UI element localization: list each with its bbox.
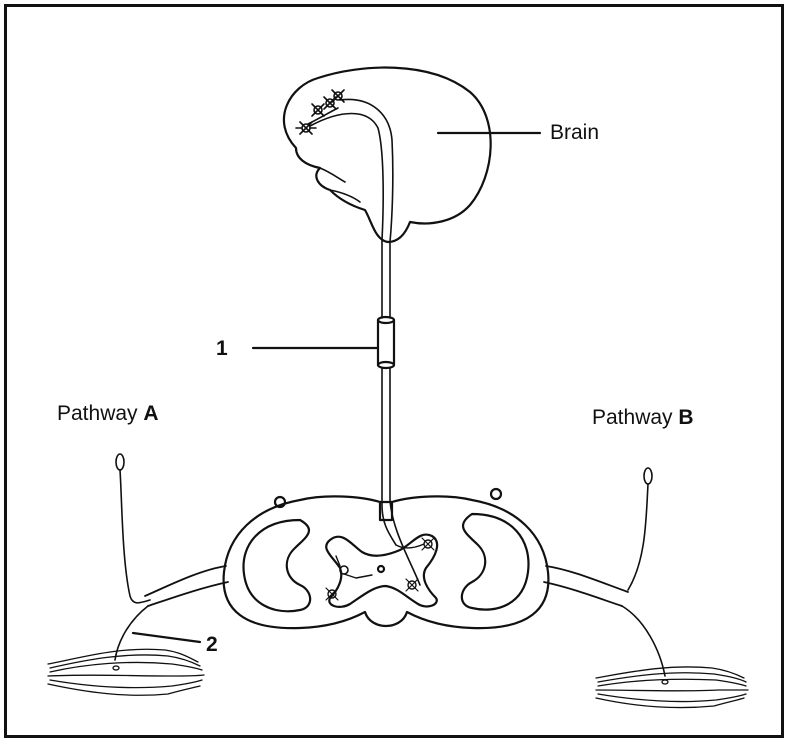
label-1: 1 bbox=[216, 337, 228, 360]
pointer-2 bbox=[131, 631, 202, 644]
pathway-b-prefix: Pathway bbox=[592, 406, 679, 429]
muscle-right bbox=[595, 666, 749, 709]
diagram-frame bbox=[4, 4, 784, 738]
pathway-b-letter: B bbox=[678, 406, 694, 429]
upper-motor-neurons bbox=[295, 89, 345, 135]
brain-fold bbox=[319, 167, 346, 183]
spinal-cord-cross-section bbox=[222, 487, 550, 630]
structure-1 bbox=[376, 315, 396, 370]
descending-tract-left bbox=[309, 112, 384, 319]
pathway-b-label: Pathway B bbox=[592, 406, 694, 430]
pathway-a-receptor bbox=[115, 453, 151, 604]
pathway-a-letter: A bbox=[143, 402, 159, 425]
pathway-a-label: Pathway A bbox=[57, 402, 159, 426]
pathway-a-motor-axon bbox=[114, 605, 149, 661]
pathway-b-motor-axon bbox=[621, 605, 666, 677]
brain-fold-2 bbox=[329, 189, 361, 203]
brain-outline bbox=[282, 66, 492, 244]
muscle-left bbox=[47, 648, 205, 696]
label-2: 2 bbox=[206, 633, 218, 656]
descending-tract-right bbox=[339, 98, 394, 319]
tract-lower-left bbox=[381, 367, 397, 546]
brain-label: Brain bbox=[550, 121, 600, 144]
spinal-nerves bbox=[144, 565, 629, 607]
pathway-b-receptor bbox=[627, 467, 653, 591]
pathway-a-prefix: Pathway bbox=[57, 402, 144, 425]
